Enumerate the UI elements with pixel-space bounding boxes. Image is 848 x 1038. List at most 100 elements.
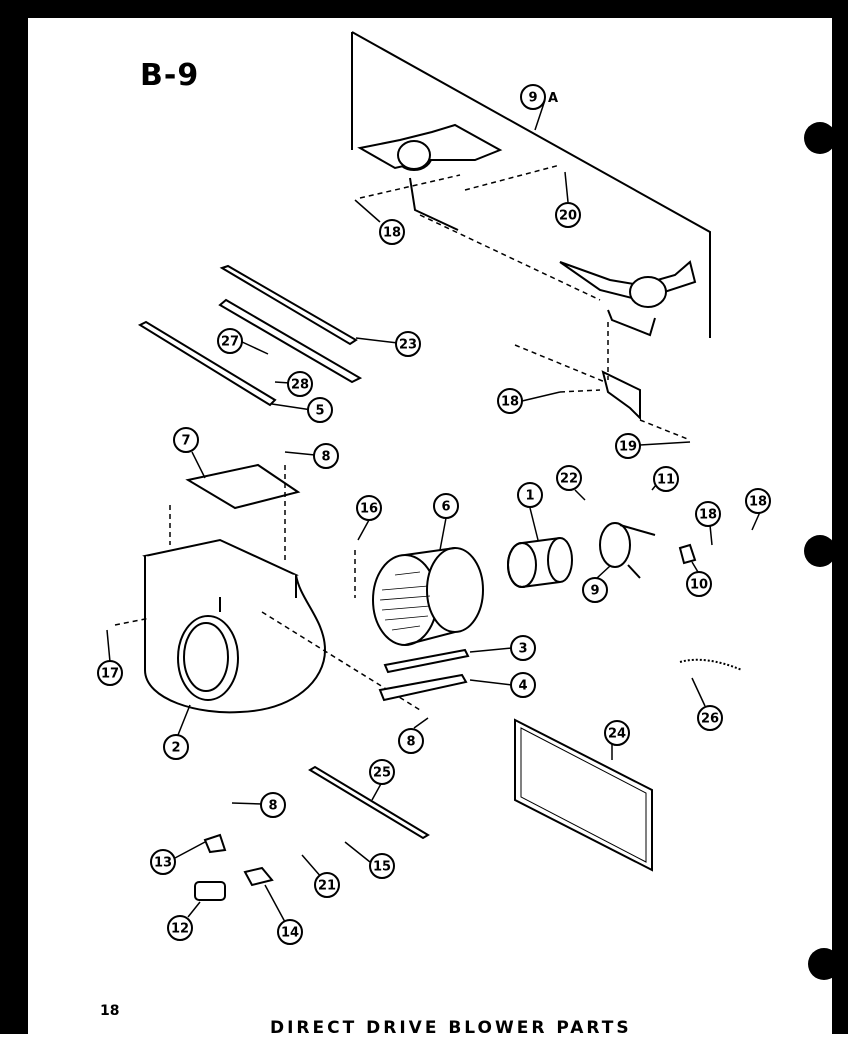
callout-screw-mid: 18 (497, 388, 523, 414)
callout-label: 14 (281, 926, 299, 941)
callout-circle (314, 872, 340, 898)
capacitor-bracket (243, 866, 274, 887)
motor (507, 537, 573, 588)
callout-circle (260, 792, 286, 818)
callout-circle (97, 660, 123, 686)
callout-label: 21 (318, 879, 336, 894)
callout-label: 28 (291, 378, 309, 393)
callout-circle (356, 495, 382, 521)
callout-label: 7 (181, 434, 190, 449)
callout-capacitor-bracket: 14 (277, 919, 303, 945)
callout-circle (398, 728, 424, 754)
callout-nut-motor: 22 (556, 465, 582, 491)
callout-label: 26 (701, 712, 719, 727)
callout-setscrew: 16 (356, 495, 382, 521)
cover-plate (185, 463, 301, 510)
callout-cover-plate: 7 (173, 427, 199, 453)
callout-small-screw: 27 (217, 328, 243, 354)
callout-label: 6 (441, 500, 450, 515)
callout-circle (433, 493, 459, 519)
callout-label: 20 (559, 209, 577, 224)
callout-circle (555, 202, 581, 228)
callout-circle (369, 853, 395, 879)
callout-circle (582, 577, 608, 603)
callout-circle (379, 219, 405, 245)
callout-label: 25 (373, 766, 391, 781)
callout-label: 2 (171, 741, 180, 756)
callout-circle (510, 672, 536, 698)
callout-label: 22 (560, 472, 578, 487)
binder-hole-bottom (808, 948, 840, 980)
callout-label: 18 (501, 395, 519, 410)
callout-label: 12 (171, 922, 189, 937)
callout-circle (745, 488, 771, 514)
callout-circle (307, 397, 333, 423)
callout-rail-bottom: 25 (369, 759, 395, 785)
callout-label: 18 (383, 226, 401, 241)
motor-mount (599, 522, 656, 579)
callout-label: 23 (399, 338, 417, 353)
callout-nut-top: 20 (555, 202, 581, 228)
callout-label: 18 (749, 495, 767, 510)
callout-label: 1 (525, 489, 534, 504)
callout-label: 8 (321, 450, 330, 465)
callout-label: 19 (619, 440, 637, 455)
callout-circle (217, 328, 243, 354)
blower-housing (142, 538, 327, 714)
callout-label: 18 (699, 508, 717, 523)
callout-circle (510, 635, 536, 661)
callout-motor-mount: 9 (582, 577, 608, 603)
callout-angle-strip: 23 (395, 331, 421, 357)
clip (678, 543, 697, 565)
strip (383, 648, 470, 674)
binder-hole-middle (804, 535, 836, 567)
callout-label: 4 (518, 679, 527, 694)
callout-label: 15 (373, 860, 391, 875)
mounting-bracket-assembly (351, 31, 711, 421)
filter (514, 718, 653, 872)
bracket-strip (378, 673, 468, 702)
callout-label: 17 (101, 667, 119, 682)
callout-screw-cover: 8 (313, 443, 339, 469)
callout-label: 16 (360, 502, 378, 517)
callout-rail: 5 (307, 397, 333, 423)
callout-chain: 26 (697, 705, 723, 731)
page-number: 18 (100, 1003, 120, 1019)
callout-label: 9 (528, 91, 537, 106)
blower-wheel (372, 547, 484, 646)
callout-motor: 1 (517, 482, 543, 508)
callout-blower-wheel: 6 (433, 493, 459, 519)
callout-washer: 28 (287, 371, 313, 397)
callout-label: 24 (608, 727, 626, 742)
page-id: B-9 (140, 58, 200, 93)
callout-label: 9 (590, 584, 599, 599)
callout-label: 8 (268, 799, 277, 814)
callout-circle (163, 734, 189, 760)
callout-circle (395, 331, 421, 357)
callout-screw-bracket: 19 (615, 433, 641, 459)
callout-circle (150, 849, 176, 875)
page-title: DIRECT DRIVE BLOWER PARTS (270, 1018, 632, 1038)
callout-blower-housing: 2 (163, 734, 189, 760)
binder-hole-top (804, 122, 836, 154)
callout-circle (173, 427, 199, 453)
callout-strip: 3 (510, 635, 536, 661)
callout-clamp: 13 (150, 849, 176, 875)
callout-screw-bracket-strip: 8 (398, 728, 424, 754)
callout-circle (497, 388, 523, 414)
capacitor (194, 881, 226, 901)
clamp (203, 833, 227, 854)
callout-circle (695, 501, 721, 527)
callout-label: 13 (154, 856, 172, 871)
chain (679, 658, 743, 671)
callout-circle (556, 465, 582, 491)
angle-strip (137, 264, 363, 407)
callout-suffix: A (548, 91, 558, 106)
callout-label: 27 (221, 335, 239, 350)
callout-circle (653, 466, 679, 492)
callout-circle (697, 705, 723, 731)
callout-label: 5 (315, 404, 324, 419)
callout-circle (277, 919, 303, 945)
